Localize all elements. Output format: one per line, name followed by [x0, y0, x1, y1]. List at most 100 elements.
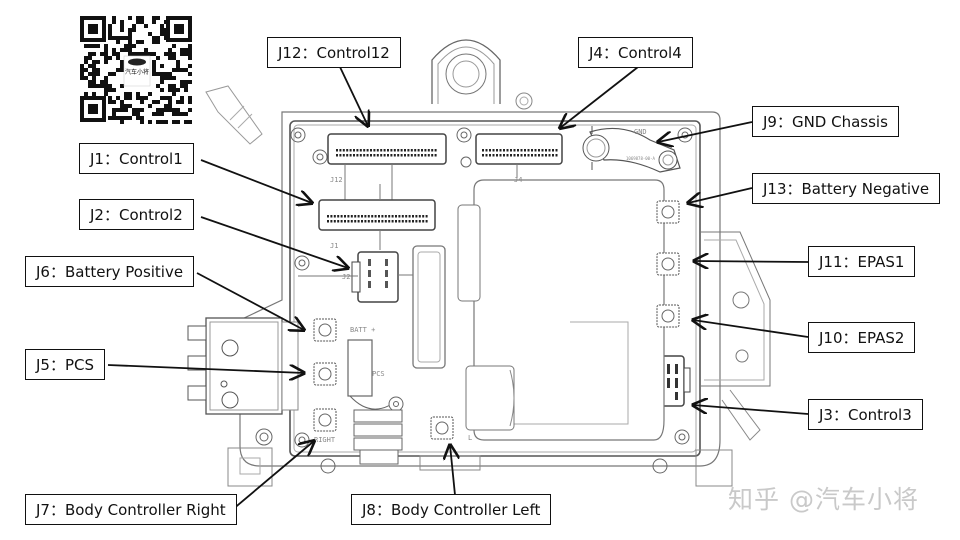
- connector-pin: [381, 215, 384, 218]
- label-j11: J11：EPAS1: [808, 246, 916, 277]
- connector-pin: [422, 215, 425, 218]
- qr-module: [88, 84, 92, 88]
- qr-module: [168, 104, 172, 108]
- connector-j4: [475, 133, 563, 178]
- connector-pin: [344, 215, 346, 218]
- qr-module: [188, 96, 192, 100]
- arrow-j7: [231, 441, 314, 511]
- qr-logo-text: 汽车小将: [125, 68, 149, 76]
- qr-module: [188, 48, 192, 52]
- connector-pin: [414, 149, 417, 152]
- qr-module: [108, 88, 112, 92]
- connector-pin: [414, 154, 417, 157]
- connector-pin: [333, 215, 336, 218]
- connector-pin: [506, 149, 509, 152]
- qr-module: [120, 28, 124, 32]
- connector-pin: [363, 149, 366, 152]
- qr-module: [172, 44, 176, 48]
- connector-pin: [340, 220, 343, 223]
- connector-pin: [417, 154, 420, 157]
- label-j2: J2：Control2: [79, 199, 194, 230]
- qr-module: [164, 76, 168, 80]
- qr-module: [160, 96, 164, 100]
- qr-module: [176, 68, 180, 72]
- qr-module: [104, 92, 108, 96]
- qr-module: [104, 52, 108, 56]
- connector-pin: [417, 149, 420, 152]
- qr-module: [120, 48, 124, 52]
- qr-module: [108, 32, 112, 36]
- connector-pin: [393, 154, 396, 157]
- qr-module: [160, 64, 164, 68]
- qr-module: [88, 72, 92, 76]
- connector-pin: [353, 154, 355, 157]
- qr-module: [172, 56, 176, 60]
- connector-pin: [346, 154, 349, 157]
- qr-module: [184, 120, 188, 124]
- qr-module: [108, 72, 112, 76]
- qr-module: [88, 64, 92, 68]
- connector-pin: [384, 220, 387, 223]
- qr-module: [96, 68, 100, 72]
- qr-module: [84, 44, 88, 48]
- qr-module: [168, 88, 172, 92]
- qr-module: [168, 56, 172, 60]
- qr-module: [152, 52, 156, 56]
- arrow-j10: [693, 320, 809, 338]
- qr-module: [164, 120, 168, 124]
- central-module: [412, 179, 665, 441]
- connector-pin: [434, 154, 437, 157]
- qr-module: [172, 112, 176, 116]
- connector-pin: [427, 154, 430, 157]
- connector-pin: [337, 220, 340, 223]
- arrow-j1: [200, 159, 312, 203]
- connector-pin: [434, 149, 437, 152]
- qr-module: [92, 60, 96, 64]
- qr-module: [172, 120, 176, 124]
- pcs-power-connector: [187, 317, 299, 415]
- connector-pin: [330, 220, 333, 223]
- connector-pin: [541, 149, 544, 152]
- qr-module: [172, 76, 176, 80]
- qr-module: [84, 56, 88, 60]
- qr-module: [144, 96, 148, 100]
- qr-module: [132, 52, 136, 56]
- qr-module: [160, 112, 164, 116]
- arrow-j3: [693, 405, 809, 415]
- connector-pin: [534, 154, 537, 157]
- connector-pin: [364, 215, 367, 218]
- qr-module: [140, 116, 144, 120]
- connector-pin: [378, 220, 380, 223]
- qr-module: [104, 88, 108, 92]
- qr-module: [164, 72, 168, 76]
- connector-pin: [410, 154, 413, 157]
- terminal-stud: [313, 318, 337, 342]
- watermark: 知乎 @汽车小将: [728, 485, 919, 514]
- qr-module: [140, 52, 144, 56]
- connector-pin: [374, 215, 377, 218]
- connector-pin: [354, 220, 357, 223]
- qr-module: [128, 116, 132, 120]
- qr-module: [140, 16, 144, 20]
- arrow-j6: [196, 272, 304, 330]
- qr-module: [152, 100, 156, 104]
- qr-module: [144, 24, 148, 28]
- connector-pin: [531, 154, 533, 157]
- connector-pin: [354, 215, 357, 218]
- qr-module: [148, 92, 152, 96]
- connector-pin: [513, 154, 516, 157]
- qr-module: [88, 80, 92, 84]
- qr-module: [156, 40, 160, 44]
- connector-pin: [347, 220, 350, 223]
- qr-module: [168, 76, 172, 80]
- connector-pin: [405, 215, 408, 218]
- qr-module: [148, 120, 152, 124]
- qr-module: [188, 120, 192, 124]
- connector-pin: [404, 154, 406, 157]
- connector-pin: [424, 154, 427, 157]
- connector-pin: [555, 154, 558, 157]
- qr-module: [104, 76, 108, 80]
- connector-pin: [513, 149, 516, 152]
- connector-pin: [380, 154, 383, 157]
- qr-module: [96, 84, 100, 88]
